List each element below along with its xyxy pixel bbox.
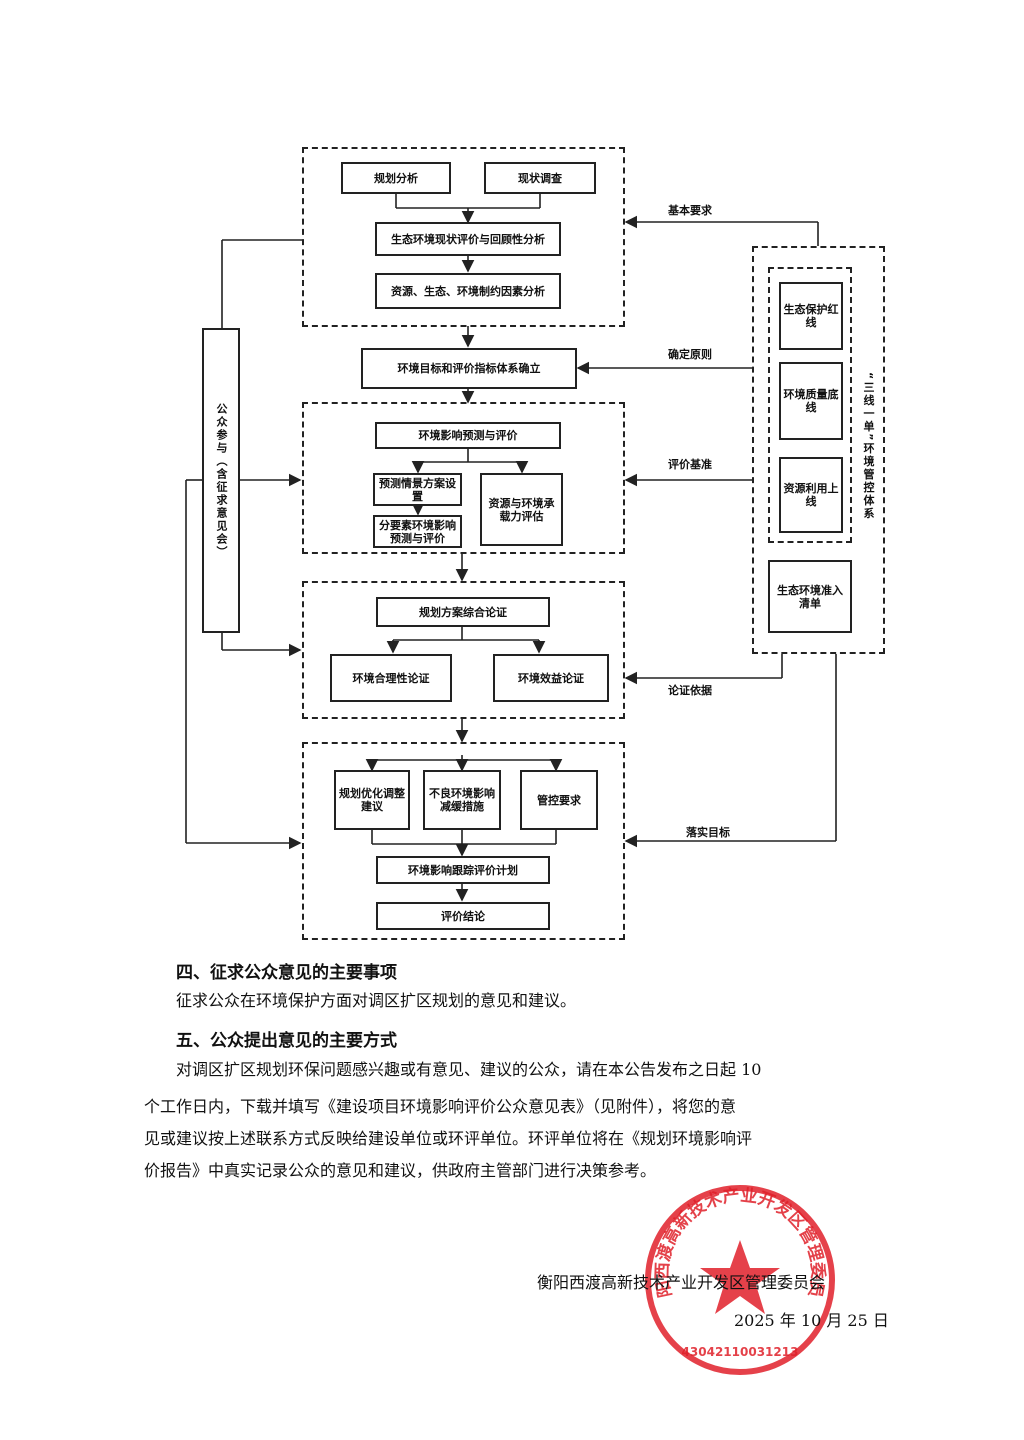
access-list-box: 生态环境准入清单	[768, 560, 852, 633]
resource-line-box: 资源利用上线	[779, 457, 843, 533]
rationality-demo-label: 环境合理性论证	[352, 671, 430, 685]
element-prediction-label: 分要素环境影响预测与评价	[379, 518, 456, 545]
target-system-label: 环境目标和评价指标体系确立	[397, 362, 541, 375]
section-status-analysis	[302, 147, 625, 327]
section-comprehensive-demo	[302, 581, 625, 719]
section-conclusion	[302, 742, 625, 940]
eco-status-eval-label: 生态环境现状评价与回顾性分析	[391, 232, 545, 246]
mitigation-box: 不良环境影响减缓措施	[423, 770, 501, 830]
capacity-eval-label: 资源与环境承载力评估	[488, 496, 555, 523]
env-quality-line-box: 环境质量底线	[779, 362, 843, 440]
section-four-heading: 四、征求公众意见的主要事项	[176, 963, 397, 983]
access-list-label: 生态环境准入清单	[777, 583, 843, 610]
eco-red-line-box: 生态保护红线	[779, 282, 843, 350]
public-participation-label: 公众参与（含征求意见会）	[215, 402, 228, 559]
three-lines-inner	[768, 267, 852, 543]
mitigation-label: 不良环境影响减缓措施	[429, 787, 495, 813]
planning-analysis-box: 规划分析	[341, 162, 451, 194]
impact-prediction-box: 环境影响预测与评价	[375, 422, 561, 449]
section-five-line-1: 对调区扩区规划环保问题感兴趣或有意见、建议的公众，请在本公告发布之日起 10	[176, 1060, 762, 1079]
resource-line-label: 资源利用上线	[783, 482, 839, 508]
benefit-demo-box: 环境效益论证	[493, 654, 609, 702]
status-survey-label: 现状调查	[518, 171, 562, 185]
three-lines-system	[752, 246, 885, 654]
official-seal: 衡阳西渡高新技术产业开发区管理委员会 43042110031213	[640, 1180, 835, 1375]
status-survey-box: 现状调查	[484, 162, 596, 194]
arrow-label-benchmark: 评价基准	[668, 458, 712, 471]
impact-prediction-label: 环境影响预测与评价	[418, 429, 518, 442]
conclusion-label: 评价结论	[441, 909, 485, 923]
arrow-label-basic-req: 基本要求	[668, 204, 712, 217]
benefit-demo-label: 环境效益论证	[518, 671, 584, 685]
element-prediction-box: 分要素环境影响预测与评价	[373, 515, 462, 548]
constraint-analysis-label: 资源、生态、环境制约因素分析	[391, 284, 545, 298]
control-box: 管控要求	[520, 770, 598, 830]
conclusion-box: 评价结论	[376, 902, 550, 930]
arrow-label-basis: 论证依据	[668, 684, 712, 697]
scenario-setting-label: 预测情景方案设置	[379, 476, 456, 503]
optimization-label: 规划优化调整建议	[339, 787, 405, 813]
comprehensive-demo-label: 规划方案综合论证	[419, 605, 507, 619]
env-quality-line-label: 环境质量底线	[783, 388, 839, 414]
arrow-label-target: 落实目标	[686, 826, 730, 839]
signature-org: 衡阳西渡高新技术产业开发区管理委员会	[537, 1273, 826, 1292]
tracking-plan-label: 环境影响跟踪评价计划	[408, 863, 518, 877]
flowchart-connectors	[185, 194, 837, 902]
optimization-box: 规划优化调整建议	[334, 770, 410, 830]
planning-analysis-label: 规划分析	[374, 171, 418, 185]
eco-status-eval-box: 生态环境现状评价与回顾性分析	[375, 222, 561, 256]
comprehensive-demo-box: 规划方案综合论证	[376, 597, 550, 627]
tracking-plan-box: 环境影响跟踪评价计划	[376, 856, 550, 884]
target-system-box: 环境目标和评价指标体系确立	[361, 348, 577, 389]
scenario-setting-box: 预测情景方案设置	[373, 473, 462, 506]
constraint-analysis-box: 资源、生态、环境制约因素分析	[375, 273, 561, 309]
public-participation-box: 公众参与（含征求意见会）	[202, 328, 240, 633]
section-five-line-4: 价报告》中真实记录公众的意见和建议，供政府主管部门进行决策参考。	[144, 1161, 657, 1180]
arrow-label-principle: 确定原则	[668, 348, 712, 361]
section-five-line-3: 见或建议按上述联系方式反映给建设单位或环评单位。环评单位将在《规划环境影响评	[144, 1129, 753, 1148]
capacity-eval-box: 资源与环境承载力评估	[480, 473, 563, 546]
three-lines-system-label: “三线一单”环境管控体系	[862, 372, 875, 521]
rationality-demo-box: 环境合理性论证	[330, 654, 452, 702]
section-impact-prediction	[302, 402, 625, 554]
control-label: 管控要求	[537, 793, 581, 807]
eco-red-line-label: 生态保护红线	[783, 303, 839, 329]
section-five-line-2: 个工作日内，下载并填写《建设项目环境影响评价公众意见表》（见附件），将您的意	[144, 1097, 737, 1116]
signature-date: 2025 年 10 月 25 日	[734, 1311, 889, 1330]
section-five-heading: 五、公众提出意见的主要方式	[176, 1031, 397, 1051]
svg-text:43042110031213: 43042110031213	[682, 1345, 799, 1359]
section-four-body: 征求公众在环境保护方面对调区扩区规划的意见和建议。	[176, 991, 577, 1010]
